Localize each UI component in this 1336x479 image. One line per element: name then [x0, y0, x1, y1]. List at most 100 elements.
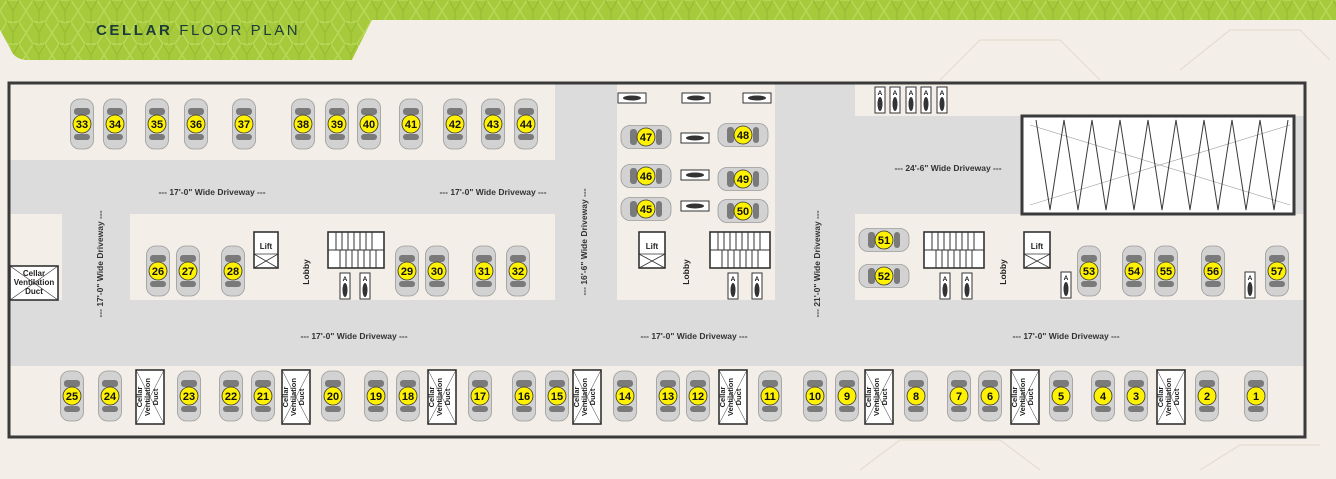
- driveway-label-top-left: --- 17'-0" Wide Driveway ---: [158, 187, 265, 197]
- motorbike-icon: [942, 283, 948, 297]
- slot-number: 47: [640, 132, 652, 144]
- parking-slot-35: 35: [145, 98, 169, 150]
- car-windshield: [225, 255, 241, 262]
- slot-number: 28: [227, 266, 239, 278]
- slot-number-badge: [1093, 386, 1113, 406]
- car-windshield: [630, 168, 637, 184]
- car-windshield: [951, 380, 967, 387]
- duct-line-3: Duct: [1026, 388, 1035, 405]
- slot-number-badge: [234, 114, 254, 134]
- driveway-right-vertical: [775, 84, 855, 366]
- car-rear-window: [518, 134, 534, 140]
- parking-slot-11: 11: [758, 370, 782, 422]
- two-wheeler-mark: A: [363, 276, 368, 283]
- car-windshield: [1248, 380, 1264, 387]
- slot-number-badge: [1156, 261, 1176, 281]
- car-windshield: [1205, 255, 1221, 262]
- parking-slot-33: 33: [70, 98, 94, 150]
- parking-slot-43: 43: [481, 98, 505, 150]
- car-rear-window: [181, 406, 197, 412]
- two-wheeler-slot: [680, 169, 710, 181]
- duct-line-2: Ventilation: [1018, 378, 1027, 416]
- car-windshield: [518, 108, 534, 115]
- duct-line-1: Cellar: [864, 387, 873, 408]
- staircase-right: [923, 231, 985, 269]
- slot-number: 6: [987, 391, 993, 403]
- slot-number: 3: [1133, 391, 1139, 403]
- car-rear-window: [485, 134, 501, 140]
- slot-number-badge: [483, 114, 503, 134]
- slot-number: 17: [474, 391, 486, 403]
- slot-number-badge: [980, 386, 1000, 406]
- car-rear-window: [1126, 281, 1142, 287]
- slot-number: 29: [401, 266, 413, 278]
- parking-slot-18: 18: [396, 370, 420, 422]
- slot-number-badge: [636, 127, 656, 147]
- parking-slot-4: 4: [1091, 370, 1115, 422]
- slot-number-badge: [427, 261, 447, 281]
- two-wheeler-slot: [680, 200, 710, 212]
- duct-line-2: Ventilation: [435, 378, 444, 416]
- car-windshield: [1081, 255, 1097, 262]
- two-wheeler-mark: A: [343, 276, 348, 283]
- parking-slot-56: 56: [1201, 245, 1225, 297]
- car-rear-window: [894, 268, 900, 284]
- slot-number: 24: [104, 391, 117, 403]
- duct-line-1: Cellar: [23, 269, 45, 278]
- slot-number-badge: [949, 386, 969, 406]
- parking-slot-14: 14: [613, 370, 637, 422]
- car-windshield: [1269, 255, 1285, 262]
- parking-slot-20: 20: [321, 370, 345, 422]
- driveway-label-vert-right: --- 21'-0" Wide Driveway ---: [812, 210, 822, 317]
- duct-line-1: Cellar: [281, 387, 290, 408]
- car-rear-window: [1199, 406, 1215, 412]
- slot-number: 38: [297, 119, 309, 131]
- car-rear-window: [660, 406, 676, 412]
- car-windshield: [630, 129, 637, 145]
- car-rear-window: [295, 134, 311, 140]
- parking-slot-28: 28: [221, 245, 245, 297]
- car-windshield: [690, 380, 706, 387]
- parking-slot-50: 50: [717, 199, 769, 223]
- car-rear-window: [839, 406, 855, 412]
- car-windshield: [399, 255, 415, 262]
- slot-number: 46: [640, 171, 652, 183]
- slot-number: 19: [370, 391, 382, 403]
- slot-number-badge: [508, 261, 528, 281]
- car-rear-window: [188, 134, 204, 140]
- car-rear-window: [472, 406, 488, 412]
- car-rear-window: [1053, 406, 1069, 412]
- car-windshield: [74, 108, 90, 115]
- background-sketch: [859, 29, 1331, 471]
- parking-slot-51: 51: [858, 228, 910, 252]
- duct-line-1: Cellar: [1010, 387, 1019, 408]
- car-windshield: [807, 380, 823, 387]
- duct-line-2: Ventilation: [872, 378, 881, 416]
- driveway-label-vert-left: --- 17'-0" Wide Driveway ---: [95, 210, 105, 317]
- duct-line-2: Ventilation: [289, 378, 298, 416]
- slot-number: 32: [512, 266, 524, 278]
- slot-number: 20: [327, 391, 339, 403]
- slot-number: 21: [257, 391, 269, 403]
- slot-number-badge: [615, 386, 635, 406]
- lift-label: Lift: [260, 242, 273, 251]
- slot-number: 10: [809, 391, 821, 403]
- parking-slot-6: 6: [978, 370, 1002, 422]
- motorbike-icon: [686, 172, 704, 178]
- car-rear-window: [762, 406, 778, 412]
- two-wheeler-slot: A: [961, 272, 973, 300]
- car-windshield: [255, 380, 271, 387]
- duct-line-2: Ventilation: [726, 378, 735, 416]
- slot-number-badge: [62, 386, 82, 406]
- slot-number-badge: [688, 386, 708, 406]
- slot-number-badge: [105, 114, 125, 134]
- parking-slot-29: 29: [395, 245, 419, 297]
- parking-slot-53: 53: [1077, 245, 1101, 297]
- car-rear-window: [894, 232, 900, 248]
- car-rear-window: [447, 134, 463, 140]
